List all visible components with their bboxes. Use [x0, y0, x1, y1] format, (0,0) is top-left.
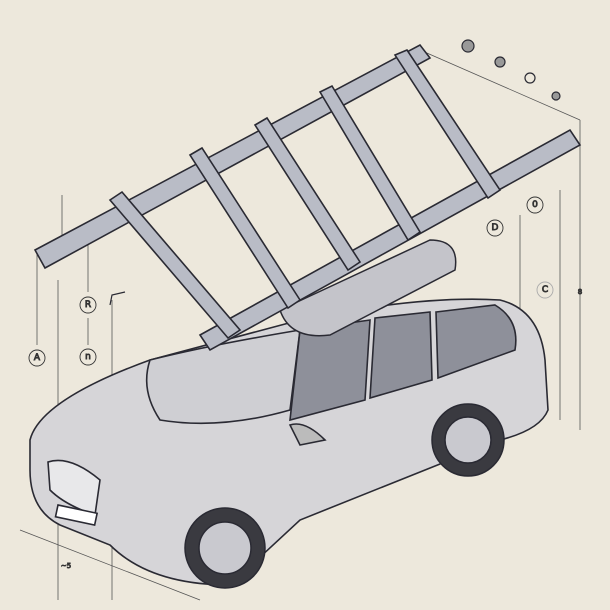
car-body	[29, 298, 549, 586]
label-n: n	[85, 352, 91, 362]
license-plate	[54, 504, 99, 527]
crossbar	[108, 190, 242, 340]
label-c: C	[542, 285, 548, 295]
crossbar	[188, 146, 302, 310]
roof-box	[279, 239, 457, 337]
bolt-icon	[461, 39, 475, 53]
label-o: 0	[532, 200, 538, 210]
hardware-icons	[109, 39, 561, 306]
callouts: A R n D 0 C ~5 8	[28, 196, 583, 570]
rear-window-middle	[369, 311, 433, 400]
label-d: D	[492, 223, 499, 233]
side-mirror	[288, 423, 327, 446]
dimension-bottom: ~5	[61, 562, 71, 570]
dimension-right: 8	[578, 288, 582, 296]
crossbar	[393, 49, 502, 200]
roof-rack	[33, 43, 582, 352]
washer-icon	[524, 72, 536, 84]
label-r: R	[85, 300, 91, 310]
wheels	[184, 403, 505, 589]
screw-icon	[551, 91, 561, 101]
crossbar	[253, 116, 362, 272]
crossbar	[318, 84, 422, 242]
rear-window-back	[435, 304, 517, 380]
nut-icon	[494, 56, 506, 68]
label-a: A	[34, 353, 41, 363]
bracket-icon	[109, 291, 126, 306]
